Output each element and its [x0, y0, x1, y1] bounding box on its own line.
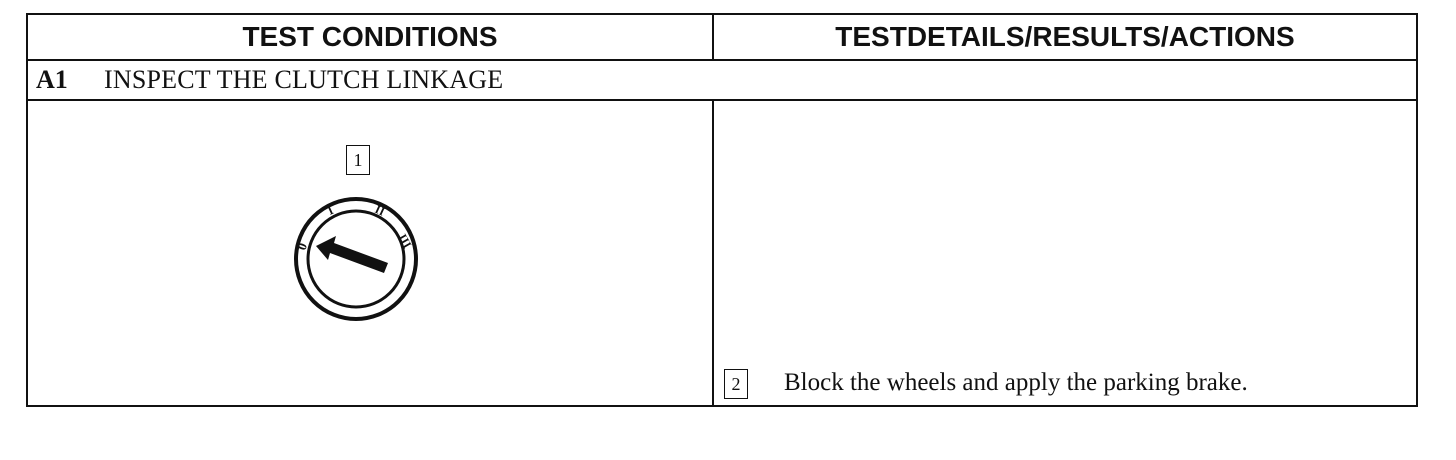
step-row: 1 0 I II III 2 Block the wheels and appl…	[28, 101, 1416, 407]
dial-outer-ring	[294, 197, 418, 321]
dial-inner-ring	[306, 209, 406, 309]
step-number-box: 1	[346, 145, 370, 175]
section-title: INSPECT THE CLUTCH LINKAGE	[104, 65, 504, 94]
dial-pointer-arrow	[316, 236, 388, 273]
test-details-cell: 2 Block the wheels and apply the parking…	[714, 101, 1416, 407]
header-test-details: TESTDETAILS/RESULTS/ACTIONS	[835, 21, 1295, 52]
test-procedure-table: TEST CONDITIONS TESTDETAILS/RESULTS/ACTI…	[26, 13, 1418, 407]
dial-mark-i: I	[325, 203, 335, 218]
table-header-row: TEST CONDITIONS TESTDETAILS/RESULTS/ACTI…	[28, 15, 1416, 61]
dial-mark-iii: III	[395, 232, 414, 251]
section-code: A1	[36, 65, 68, 94]
ignition-switch-dial-icon: 0 I II III	[294, 197, 418, 321]
dial-mark-off: 0	[294, 241, 310, 252]
header-test-conditions: TEST CONDITIONS	[28, 15, 714, 59]
test-conditions-cell: 1 0 I II III	[28, 101, 714, 407]
section-row: A1 INSPECT THE CLUTCH LINKAGE	[28, 61, 1416, 101]
step-instruction: Block the wheels and apply the parking b…	[784, 369, 1248, 396]
step-number-box: 2	[724, 369, 748, 399]
